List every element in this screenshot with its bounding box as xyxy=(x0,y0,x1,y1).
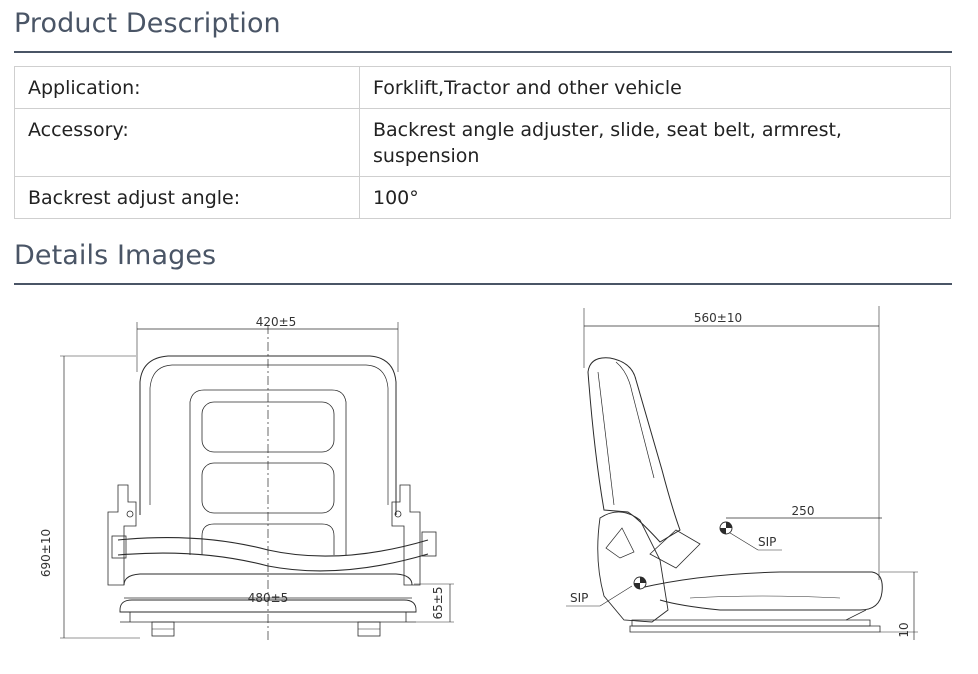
details-images-heading: Details Images xyxy=(14,240,217,271)
product-description-heading: Product Description xyxy=(14,8,281,39)
front-base-height-label: 65±5 xyxy=(431,587,445,620)
front-top-width-label: 420±5 xyxy=(256,315,297,329)
side-view xyxy=(566,306,918,640)
sip-marker-icon xyxy=(633,576,647,590)
seat-technical-drawing: 420±5 480±5 690±10 65±5 560±10 250 SIP S… xyxy=(39,306,918,640)
spec-label: Accessory: xyxy=(14,108,360,177)
table-row: Backrest adjust angle: 100° xyxy=(14,176,951,219)
spec-label: Backrest adjust angle: xyxy=(14,176,360,219)
heading-divider xyxy=(14,283,952,285)
spec-table: Application: Forklift,Tractor and other … xyxy=(14,66,951,219)
sip-label-upper: SIP xyxy=(758,535,776,549)
spec-value: 100° xyxy=(359,176,951,219)
side-depth-label: 560±10 xyxy=(694,311,742,325)
sip-label-lower: SIP xyxy=(570,591,588,605)
front-bottom-width-label: 480±5 xyxy=(248,591,289,605)
table-row: Application: Forklift,Tractor and other … xyxy=(14,66,951,109)
front-view xyxy=(60,322,454,640)
table-row: Accessory: Backrest angle adjuster, slid… xyxy=(14,108,951,177)
side-base-height-label: 10 xyxy=(897,622,911,637)
spec-label: Application: xyxy=(14,66,360,109)
sip-offset-label: 250 xyxy=(792,504,815,518)
spec-value: Forklift,Tractor and other vehicle xyxy=(359,66,951,109)
front-height-label: 690±10 xyxy=(39,529,53,577)
sip-marker-icon xyxy=(719,521,733,535)
spec-value: Backrest angle adjuster, slide, seat bel… xyxy=(359,108,951,177)
heading-divider xyxy=(14,51,952,53)
